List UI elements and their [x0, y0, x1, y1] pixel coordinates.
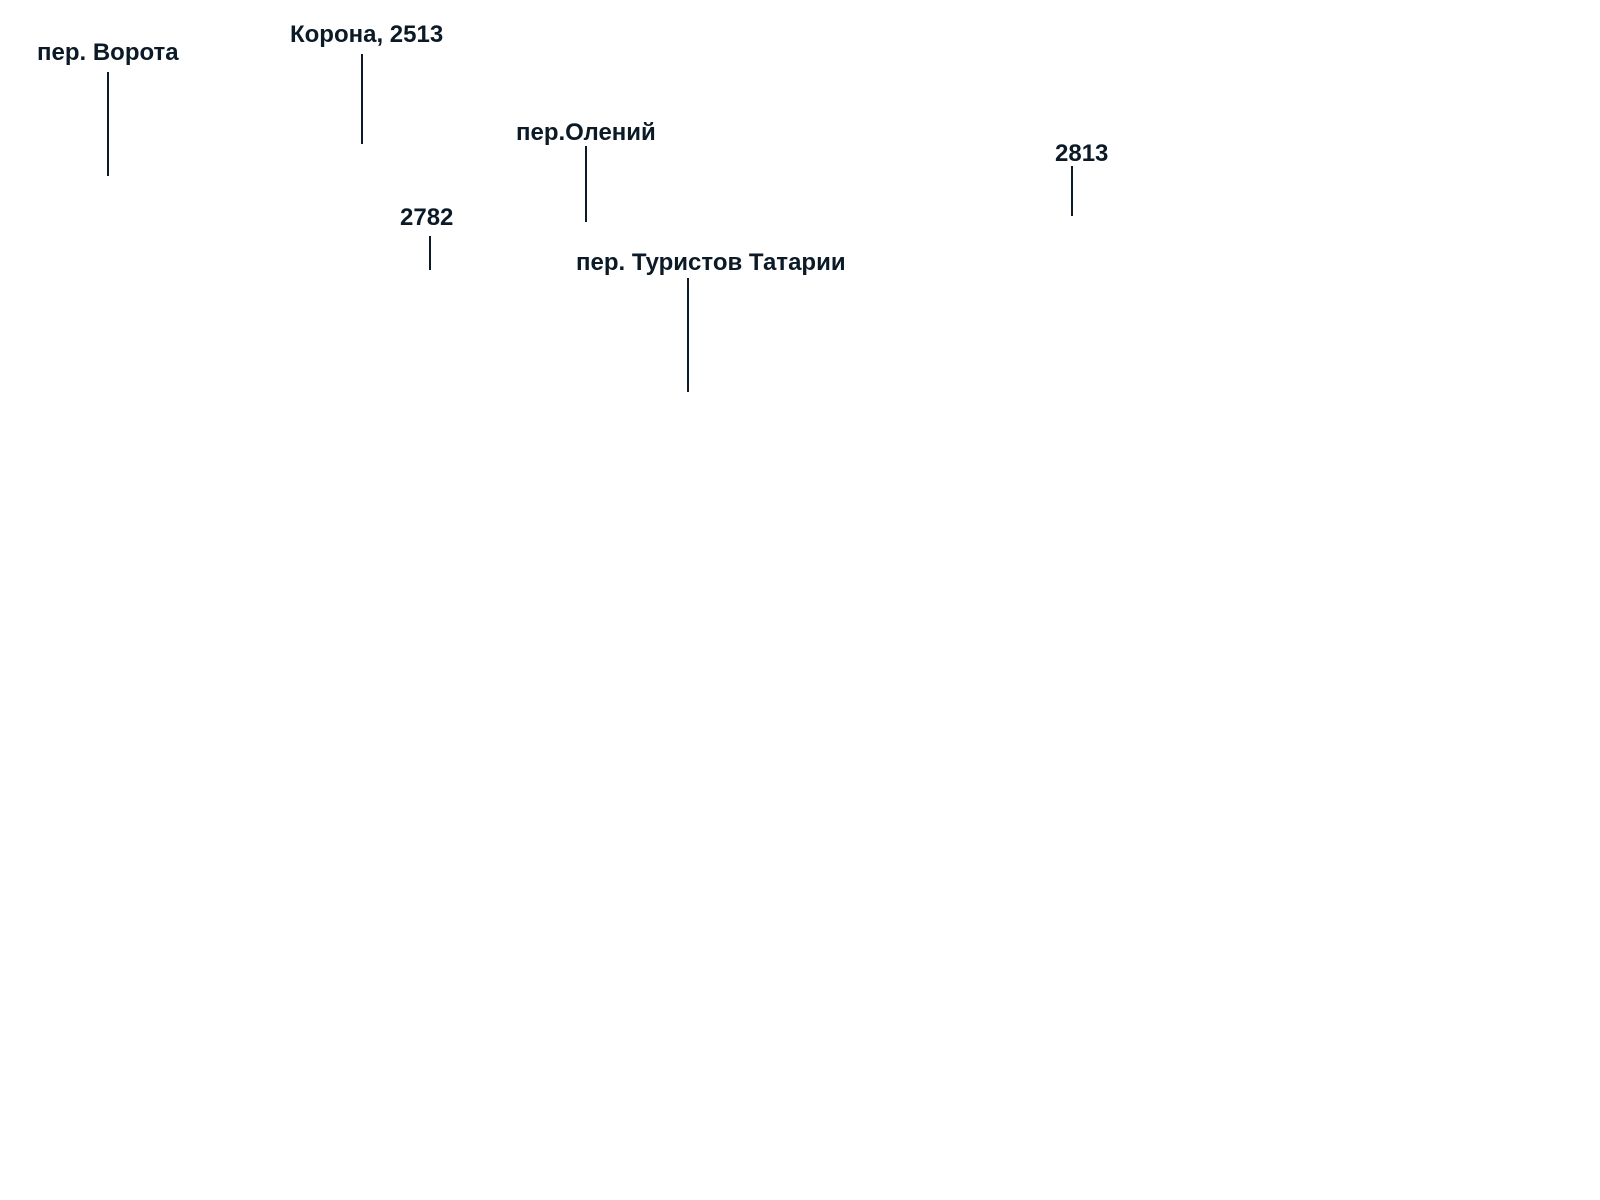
label-peak-2813[interactable]: 2813 — [1055, 140, 1109, 167]
label-pass-vorota[interactable]: пер. Ворота — [37, 39, 179, 66]
label-pass-turistov-tatarii[interactable]: пер. Туристов Татарии — [576, 249, 846, 276]
label-pass-oleniy[interactable]: пер.Олений — [516, 119, 656, 146]
label-korona-2513[interactable]: Корона, 2513 — [290, 21, 444, 48]
label-peak-2782[interactable]: 2782 — [400, 204, 454, 231]
